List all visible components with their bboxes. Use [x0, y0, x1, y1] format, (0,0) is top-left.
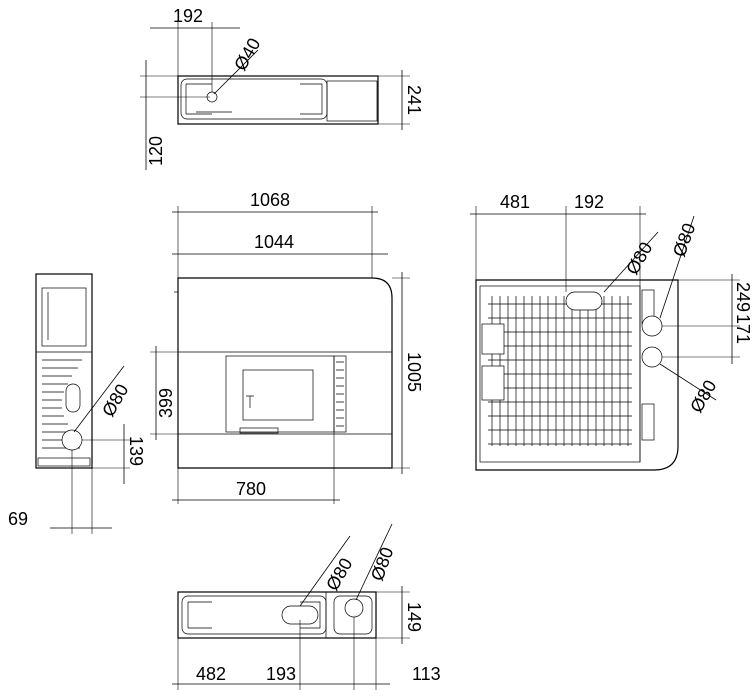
rear-dim-249: 249 [733, 282, 753, 312]
bottom-view: Ø80 Ø80 149 482 193 113 [172, 523, 441, 690]
front-height: 1005 [404, 352, 424, 392]
rear-flue-right-label: Ø80 [669, 221, 699, 260]
bottom-dim-482: 482 [196, 664, 226, 684]
bottom-flue-circle [344, 598, 364, 618]
front-opening-width: 780 [236, 479, 266, 499]
front-window [242, 369, 314, 421]
bottom-flue-left-label: Ø80 [322, 555, 356, 594]
rear-offset-left: 481 [500, 192, 530, 212]
bottom-dim-193: 193 [266, 664, 296, 684]
front-overall-width: 1068 [250, 190, 290, 210]
rear-flue-lower [641, 346, 663, 368]
front-inner-width: 1044 [254, 232, 294, 252]
rear-offset-right: 192 [574, 192, 604, 212]
front-opening-height: 399 [156, 388, 176, 418]
bottom-flue-right-label: Ø80 [367, 545, 397, 584]
top-offset-label: 120 [146, 136, 166, 166]
front-view: 1068 1044 1005 399 780 [150, 190, 424, 504]
rear-dim-171: 171 [733, 314, 753, 344]
bottom-dim-113: 113 [412, 664, 441, 684]
side-flue-circle [61, 429, 83, 451]
rear-flue-top-label: Ø80 [622, 239, 656, 278]
bottom-height-label: 149 [404, 602, 424, 632]
top-flue-label: Ø40 [230, 35, 264, 74]
side-flue-offset: 69 [8, 509, 28, 529]
rear-top-slot [565, 291, 603, 311]
rear-flue-upper [641, 315, 663, 337]
side-view: Ø80 139 69 [8, 273, 146, 534]
side-flue-label: Ø80 [98, 381, 132, 420]
top-depth-label: 241 [404, 85, 424, 115]
rear-flue-lower-label: Ø80 [686, 377, 720, 416]
side-flue-height: 139 [126, 436, 146, 466]
top-width-label: 192 [173, 6, 203, 26]
top-view: 192 Ø40 241 120 [140, 6, 424, 170]
rear-view: 481 192 Ø80 Ø80 Ø80 249 171 [470, 192, 753, 471]
